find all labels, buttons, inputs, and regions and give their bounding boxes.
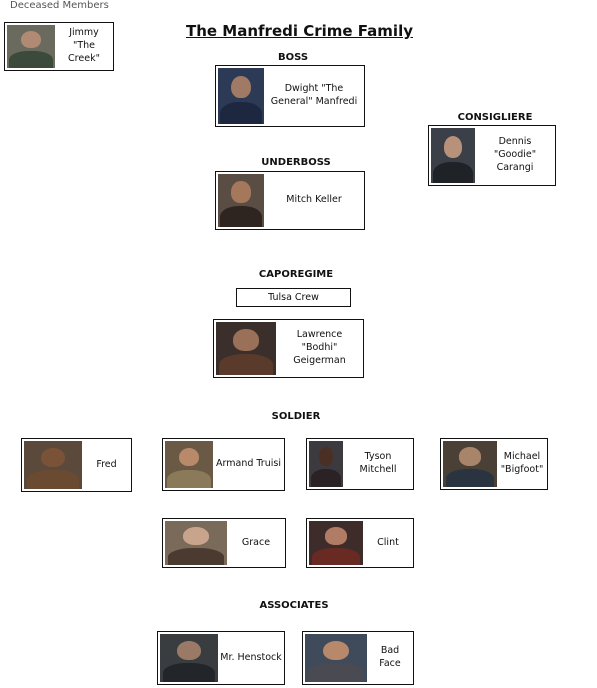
member-photo — [165, 521, 227, 565]
member-photo — [218, 174, 264, 227]
member-name: Dwight "The General" Manfredi — [270, 83, 358, 107]
member-name: Tyson Mitchell — [359, 451, 397, 475]
member-card-soldier: Fred — [21, 438, 132, 492]
member-name: Grace — [241, 536, 271, 548]
member-name: Jimmy "The Creek" — [68, 27, 100, 64]
member-name: Michael "Bigfoot" — [500, 451, 544, 475]
chart-title: The Manfredi Crime Family — [186, 22, 413, 40]
section-caporegime: CAPOREGIME — [258, 269, 334, 280]
member-photo — [218, 68, 264, 124]
member-name: Bad Face — [379, 645, 401, 669]
member-photo — [309, 441, 343, 487]
member-photo — [309, 521, 363, 565]
member-photo — [24, 441, 82, 489]
member-name: Mitch Keller — [286, 194, 342, 206]
member-card-consigliere: Dennis "Goodie" Carangi — [428, 125, 556, 186]
section-associates: ASSOCIATES — [259, 600, 329, 611]
member-photo — [216, 322, 276, 375]
member-card-caporegime: Lawrence "Bodhi" Geigerman — [213, 319, 364, 378]
member-card-soldier: Armand Truisi — [162, 438, 285, 491]
member-card-associate: Mr. Henstock — [157, 631, 285, 685]
member-card-associate: Bad Face — [302, 631, 414, 685]
member-name: Mr. Henstock — [220, 651, 282, 663]
section-boss: BOSS — [277, 52, 309, 63]
member-card-jimmy: Jimmy "The Creek" — [4, 22, 114, 71]
section-consigliere: CONSIGLIERE — [457, 112, 533, 123]
deceased-members-label: Deceased Members — [10, 0, 109, 11]
member-card-soldier: Grace — [162, 518, 286, 568]
member-name: Dennis "Goodie" Carangi — [493, 136, 537, 173]
member-name: Lawrence "Bodhi" Geigerman — [293, 329, 346, 366]
member-card-soldier: Clint — [306, 518, 414, 568]
member-name: Clint — [377, 536, 399, 548]
member-card-soldier: Michael "Bigfoot" — [440, 438, 548, 490]
member-name: Fred — [96, 458, 117, 470]
member-card-soldier: Tyson Mitchell — [306, 438, 414, 490]
member-photo — [431, 128, 475, 183]
member-photo — [305, 634, 367, 682]
member-card-boss: Dwight "The General" Manfredi — [215, 65, 365, 127]
member-photo — [165, 441, 213, 488]
section-underboss: UNDERBOSS — [261, 157, 331, 168]
member-photo — [443, 441, 497, 487]
crew-label-box: Tulsa Crew — [236, 288, 351, 307]
member-name: Armand Truisi — [216, 458, 281, 470]
member-photo — [7, 25, 55, 68]
member-photo — [160, 634, 218, 682]
member-card-underboss: Mitch Keller — [215, 171, 365, 230]
section-soldier: SOLDIER — [271, 411, 321, 422]
